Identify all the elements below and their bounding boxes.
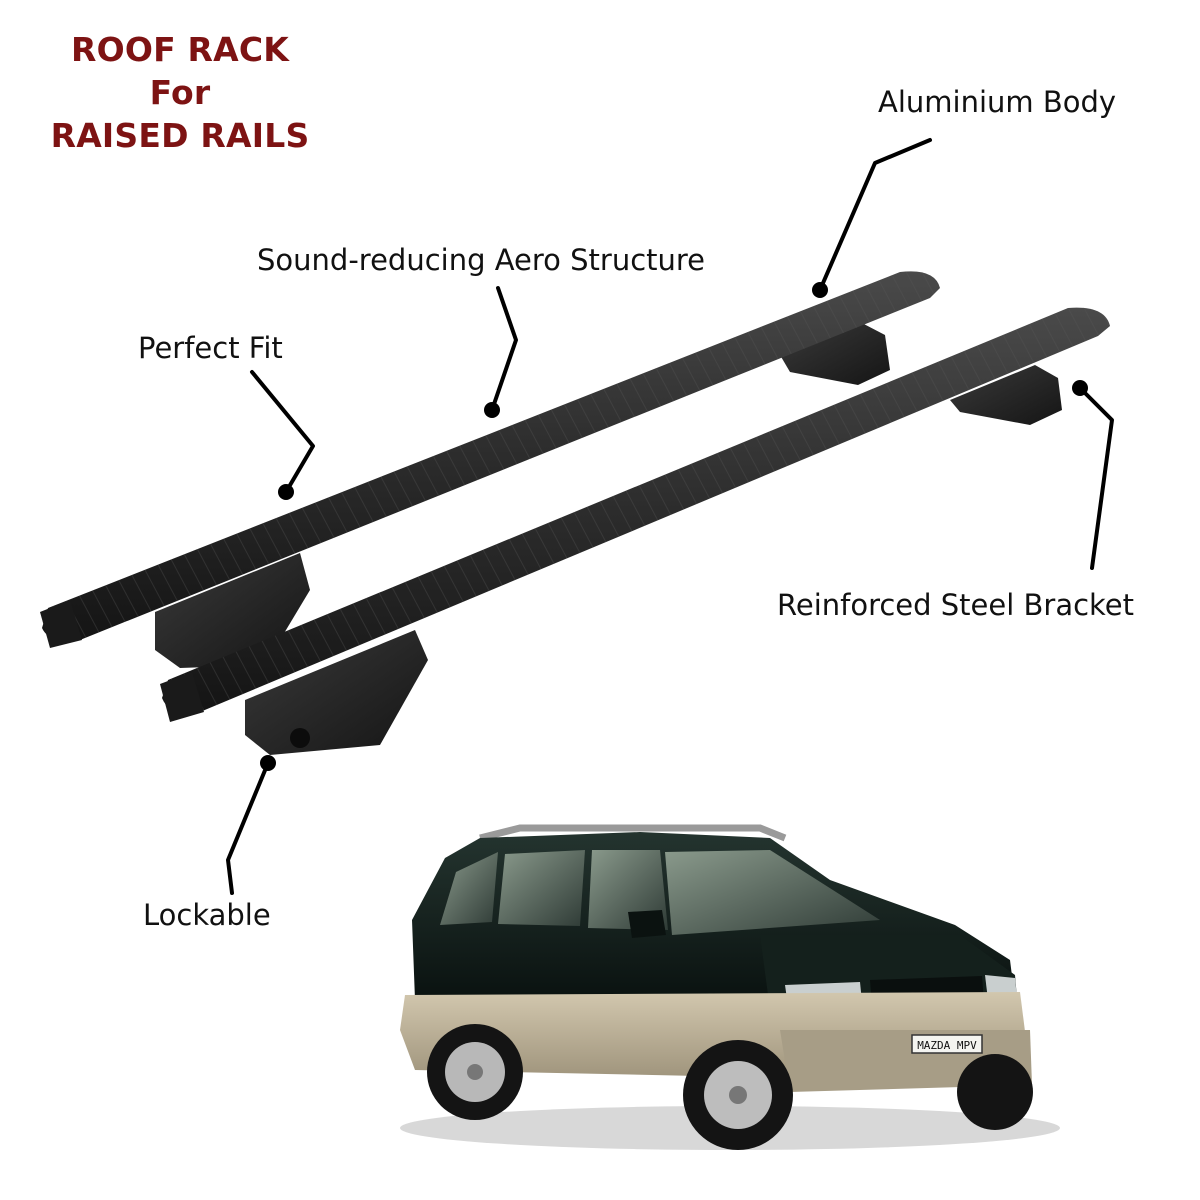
- callout-lockable: Lockable: [143, 898, 271, 932]
- callout-aero-structure: Sound-reducing Aero Structure: [257, 243, 706, 277]
- callout-steel-bracket: Reinforced Steel Bracket: [777, 588, 1135, 622]
- title-line-3: RAISED RAILS: [50, 116, 310, 155]
- title-line-1: ROOF RACK: [70, 30, 290, 69]
- callout-perfect-fit: Perfect Fit: [138, 331, 283, 365]
- callout-aluminium-body: Aluminium Body: [878, 85, 1117, 119]
- car-wheel-rear: [427, 1024, 523, 1120]
- license-plate-text: MAZDA MPV: [917, 1039, 977, 1052]
- leader-steel-bracket: [1078, 386, 1114, 570]
- leader-aluminium-body: [818, 138, 932, 292]
- product-title: ROOF RACK For RAISED RAILS: [40, 28, 320, 157]
- roof-bar-front: [160, 307, 1110, 755]
- leader-lockable: [226, 761, 270, 895]
- lock-barrel: [290, 728, 310, 748]
- car-wheel-front: [683, 1040, 793, 1150]
- title-line-2: For: [149, 73, 211, 112]
- car-image: MAZDA MPV: [400, 824, 1060, 1150]
- callout-dots: [260, 282, 1088, 771]
- leader-perfect-fit: [250, 370, 315, 494]
- callout-lines: [226, 138, 1114, 895]
- leader-aero-structure: [490, 286, 518, 412]
